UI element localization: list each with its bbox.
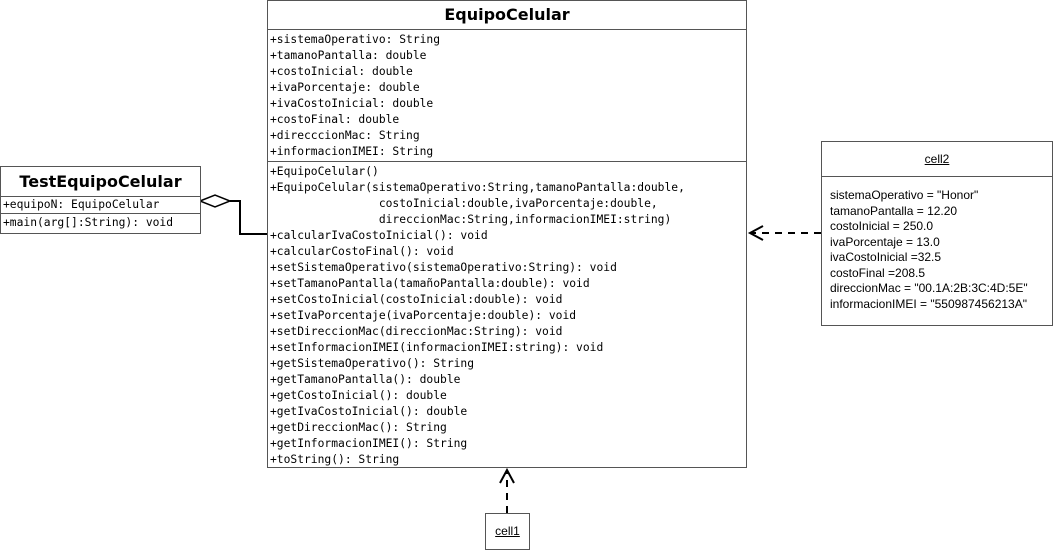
method: +main(arg[]:String): void [3, 216, 174, 229]
cell1-object-name: cell1 [495, 524, 520, 538]
test-equipo-celular-class[interactable]: TestEquipoCelular +equipoN: EquipoCelula… [0, 166, 201, 234]
attribute: +ivaCostoInicial: double [270, 97, 434, 110]
method: +setInformacionIMEI(informacionIMEI:stri… [270, 341, 604, 354]
method: +getIvaCostoInicial(): double [270, 405, 468, 418]
method: +EquipoCelular() [270, 165, 379, 178]
cell2-values: sistemaOperativo = "Honor" tamanoPantall… [822, 177, 1052, 312]
method: +getSistemaOperativo(): String [270, 357, 475, 370]
attribute: +costoInicial: double [270, 65, 413, 78]
method: +getDireccionMac(): String [270, 421, 447, 434]
equipo-celular-class-name: EquipoCelular [268, 1, 746, 30]
value-line: sistemaOperativo = "Honor" [830, 188, 979, 202]
method: +EquipoCelular(sistemaOperativo:String,t… [270, 181, 685, 194]
aggregation-line [230, 200, 268, 235]
method: +toString(): String [270, 453, 400, 466]
value-line: direccionMac = "00.1A:2B:3C:4D:5E" [830, 281, 1028, 295]
method: costoInicial:double,ivaPorcentaje:double… [270, 197, 658, 210]
attribute: +ivaPorcentaje: double [270, 81, 420, 94]
value-line: costoFinal =208.5 [830, 265, 926, 280]
attribute: +equipoN: EquipoCelular [3, 198, 160, 211]
equipo-celular-attributes: +sistemaOperativo: String +tamanoPantall… [268, 30, 746, 162]
cell1-object[interactable]: cell1 [485, 513, 530, 550]
aggregation-diamond [197, 194, 233, 208]
test-equipo-celular-class-name: TestEquipoCelular [1, 167, 200, 197]
attribute: +costoFinal: double [270, 113, 400, 126]
method: +setSistemaOperativo(sistemaOperativo:St… [270, 261, 617, 274]
method: direccionMac:String,informacionIMEI:stri… [270, 213, 672, 226]
method: +calcularCostoFinal(): void [270, 245, 454, 258]
method: +getInformacionIMEI(): String [270, 437, 468, 450]
equipo-celular-methods: +EquipoCelular() +EquipoCelular(sistemaO… [268, 162, 746, 468]
method: +setCostoInicial(costoInicial:double): v… [270, 293, 563, 306]
value-line: costoInicial = 250.0 [830, 219, 934, 233]
method: +getCostoInicial(): double [270, 389, 447, 402]
test-equipo-celular-methods: +main(arg[]:String): void [1, 214, 200, 231]
value-line: ivaPorcentaje = 13.0 [830, 234, 940, 249]
value-line: ivaCostoInicial =32.5 [830, 250, 942, 264]
attribute: +informacionIMEI: String [270, 145, 434, 158]
attribute: +direcccionMac: String [270, 129, 420, 142]
equipo-celular-class[interactable]: EquipoCelular +sistemaOperativo: String … [267, 0, 747, 468]
attribute: +tamanoPantalla: double [270, 49, 427, 62]
cell2-object[interactable]: cell2 sistemaOperativo = "Honor" tamanoP… [821, 141, 1053, 326]
method: +calcularIvaCostoInicial(): void [270, 229, 488, 242]
cell2-object-name: cell2 [822, 142, 1052, 177]
test-equipo-celular-attributes: +equipoN: EquipoCelular [1, 197, 200, 214]
method: +setIvaPorcentaje(ivaPorcentaje:double):… [270, 309, 577, 322]
value-line: tamanoPantalla = 12.20 [830, 203, 958, 218]
value-line: informacionIMEI = "550987456213A" [830, 296, 1027, 311]
cell1-dependency-arrow [499, 467, 515, 484]
method: +setTamanoPantalla(tamañoPantalla:double… [270, 277, 590, 290]
attribute: +sistemaOperativo: String [270, 33, 441, 46]
method: +setDireccionMac(direccionMac:String): v… [270, 325, 563, 338]
method: +getTamanoPantalla(): double [270, 373, 461, 386]
cell2-dependency-arrow [747, 225, 764, 241]
